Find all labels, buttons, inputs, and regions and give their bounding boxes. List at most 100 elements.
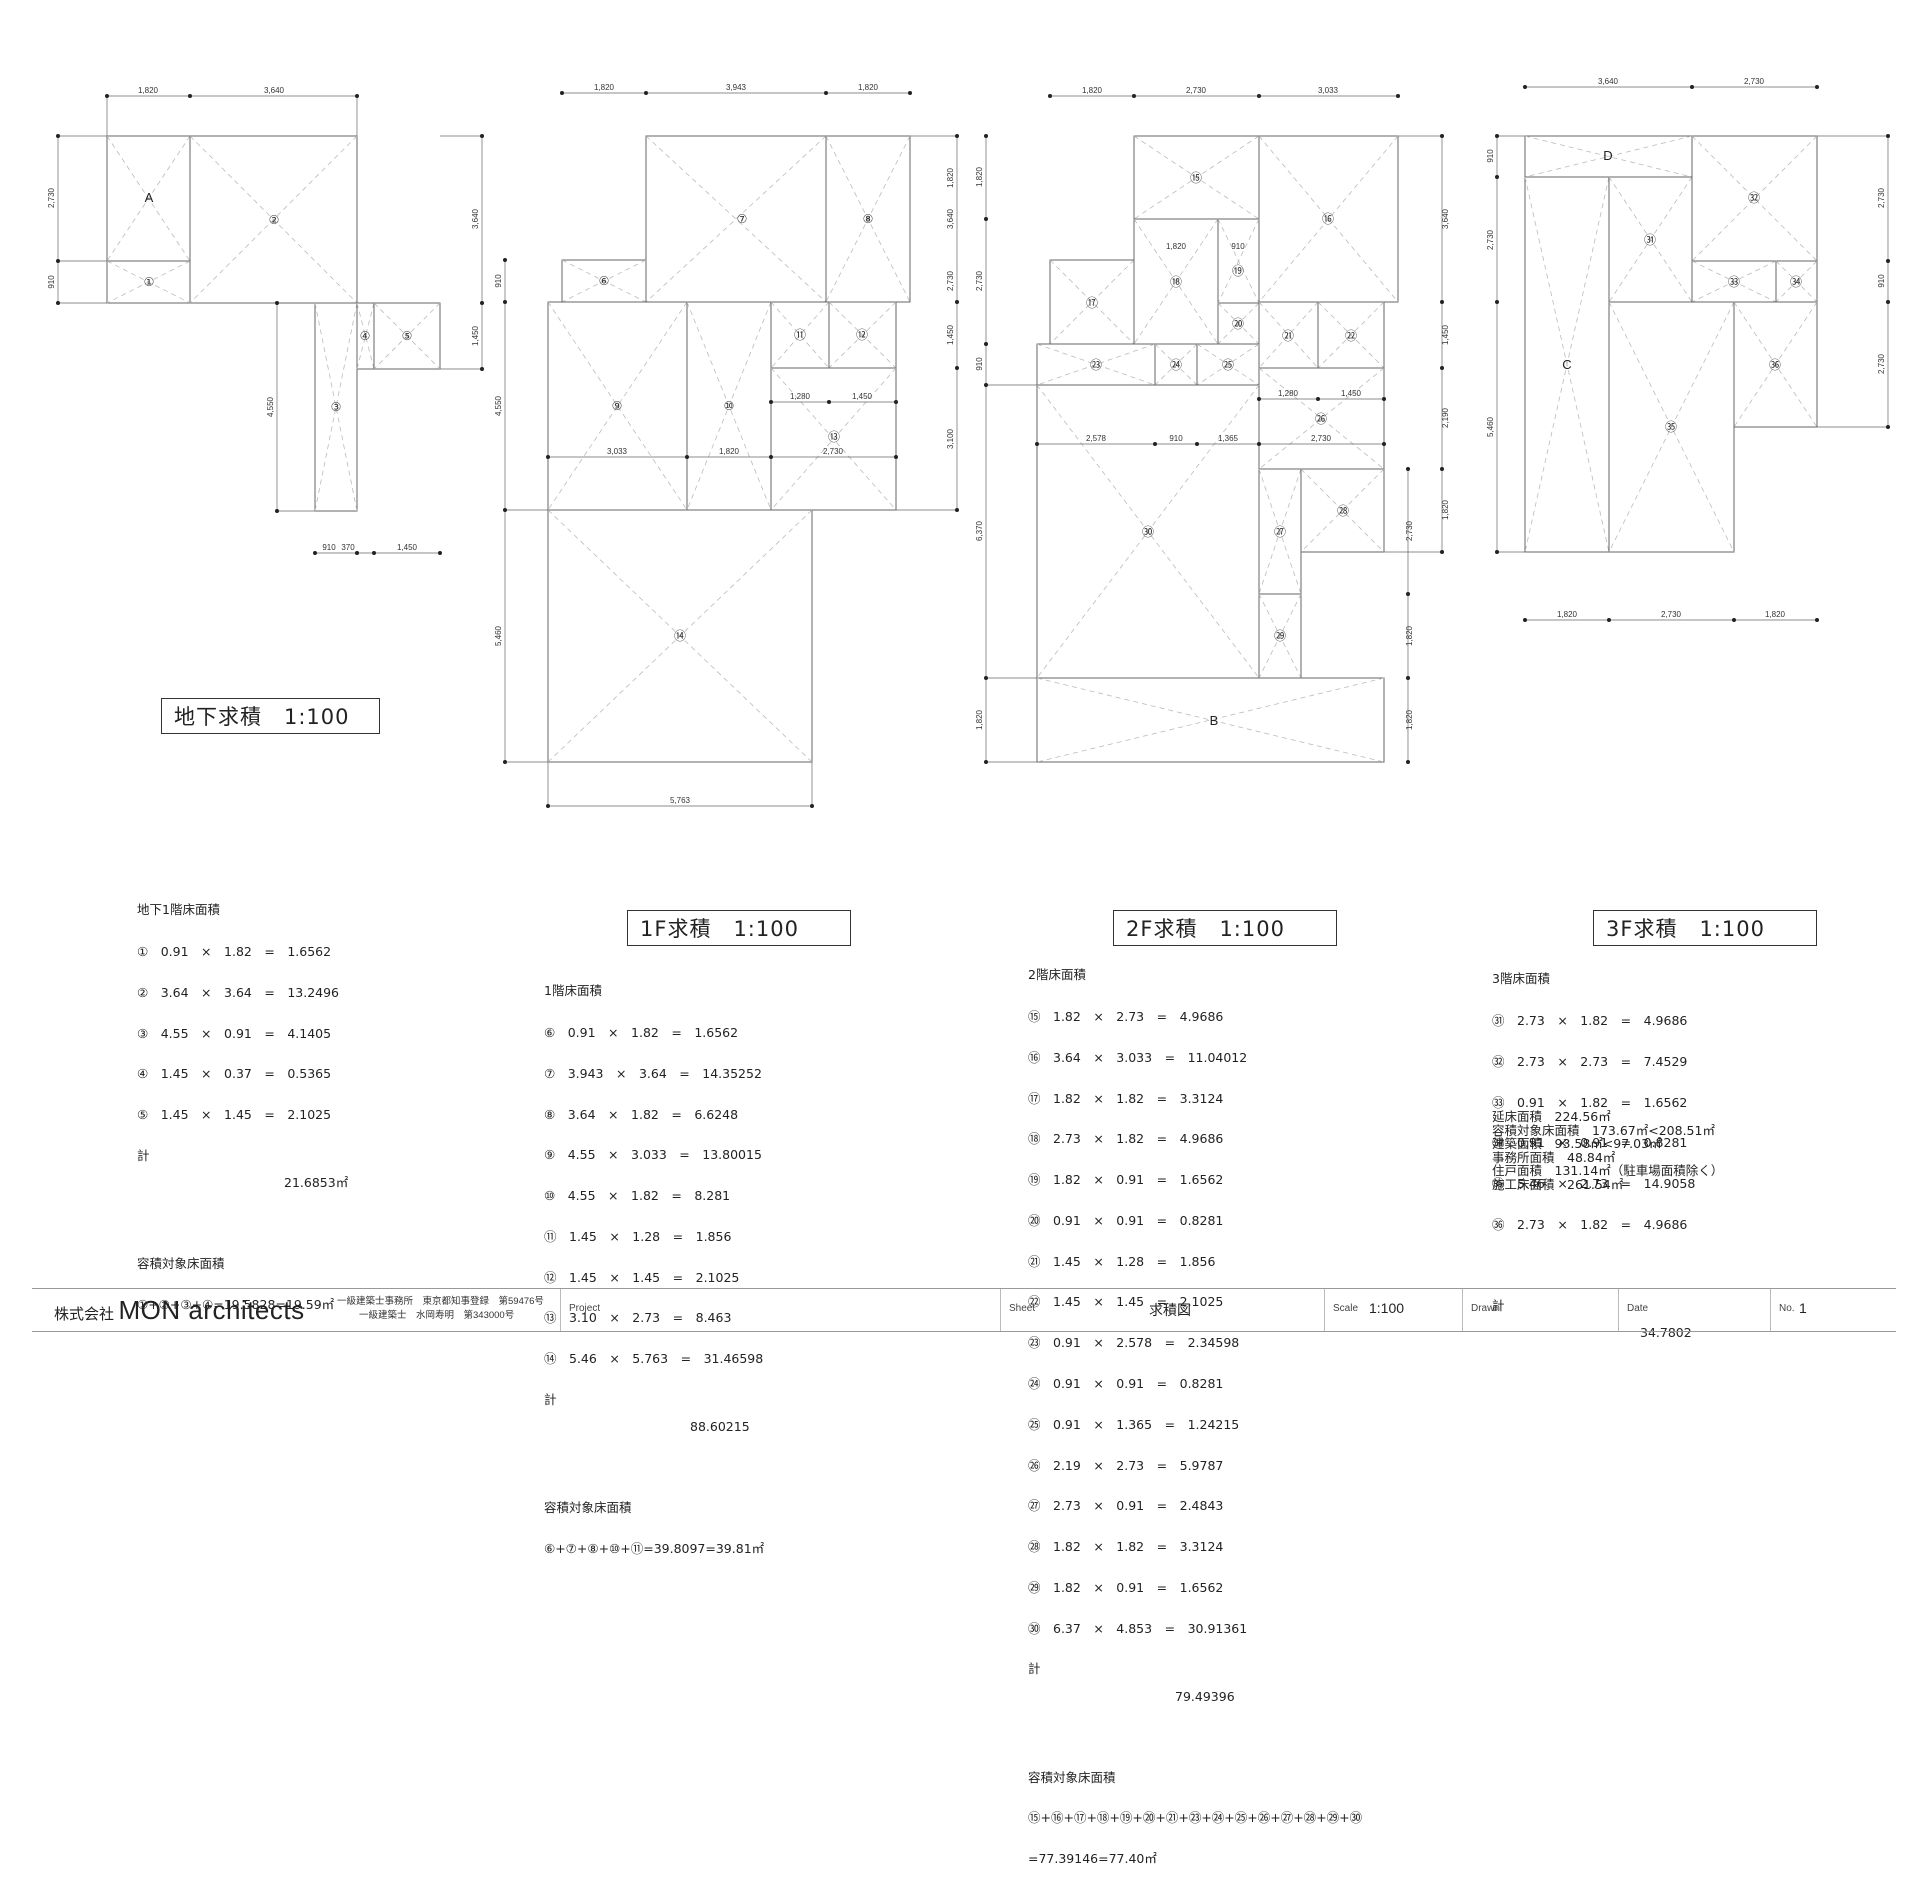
dim-label: 910 bbox=[1169, 434, 1183, 443]
room-label: ⑧ bbox=[863, 212, 874, 226]
company-name: 株式会社 MON architects bbox=[54, 1295, 305, 1326]
calc-row: ㊱ 2.73 × 1.82 = 4.9686 bbox=[1492, 1216, 1688, 1232]
calc-target-formula: ⑥+⑦+⑧+⑩+⑪=39.8097=39.81㎡ bbox=[544, 1540, 765, 1556]
room-label: ㉙ bbox=[1274, 629, 1286, 643]
calc-row: ㉟ 5.46 × 2.73 = 14.9058 bbox=[1492, 1176, 1696, 1192]
calc-row: ⑫ 1.45 × 1.45 = 2.1025 bbox=[544, 1269, 740, 1285]
summary-line: 延床面積 224.56㎡ bbox=[1492, 1109, 1611, 1124]
calc-row: ㉘ 1.82 × 1.82 = 3.3124 bbox=[1028, 1539, 1224, 1555]
scale-value: 1:100 bbox=[1369, 1300, 1405, 1316]
calc-total-label: 計 bbox=[1028, 1661, 1041, 1677]
sheet-value: 求積図 bbox=[1149, 1302, 1191, 1318]
calc-row: ② 3.64 × 3.64 = 13.2496 bbox=[137, 984, 340, 1000]
dim-label: 1,820 bbox=[1405, 709, 1414, 730]
date-cell: Date bbox=[1618, 1289, 1771, 1331]
calc-target-formula: ⑮+⑯+⑰+⑱+⑲+⑳+㉑+㉓+㉔+㉕+㉖+㉗+㉘+㉙+㉚ bbox=[1028, 1810, 1363, 1826]
title-1f: 1F求積 1:100 bbox=[627, 910, 851, 946]
drawn-cell: Drawn bbox=[1462, 1289, 1619, 1331]
room-label: ⑪ bbox=[794, 328, 806, 342]
title-2f: 2F求積 1:100 bbox=[1113, 910, 1337, 946]
calc-row: ⑱ 2.73 × 1.82 = 4.9686 bbox=[1028, 1131, 1224, 1147]
dim-label: 3,640 bbox=[471, 208, 480, 229]
room-label: B bbox=[1210, 713, 1219, 728]
dim-label: 4,550 bbox=[494, 395, 503, 416]
title-3f: 3F求積 1:100 bbox=[1593, 910, 1817, 946]
dim-label: 1,280 bbox=[1278, 389, 1299, 398]
summary-line: 事務所面積 48.84㎡ bbox=[1492, 1149, 1616, 1165]
calc-row: ㉝ 0.91 × 1.82 = 1.6562 bbox=[1492, 1094, 1688, 1110]
dim-label: 2,730 bbox=[1486, 229, 1495, 250]
dim-label: 5,763 bbox=[670, 796, 691, 805]
room-label: ⑭ bbox=[674, 629, 686, 643]
calc-row: ⑩ 4.55 × 1.82 = 8.281 bbox=[544, 1188, 731, 1204]
dim-label: 1,450 bbox=[1341, 389, 1362, 398]
room-label: ⑥ bbox=[599, 274, 610, 288]
calc-row: ㉖ 2.19 × 2.73 = 5.9787 bbox=[1028, 1457, 1224, 1473]
dimension-labels: 1,820 3,640 2,730 910 3,640 1,450 4,550 … bbox=[47, 77, 1886, 805]
calc-row: ㉕ 0.91 × 1.365 = 1.24215 bbox=[1028, 1416, 1240, 1432]
room-label: ⑯ bbox=[1322, 212, 1334, 226]
calc-row: ⑥ 0.91 × 1.82 = 1.6562 bbox=[544, 1024, 739, 1040]
calc-row: ㉚ 6.37 × 4.853 = 30.91361 bbox=[1028, 1620, 1248, 1636]
summary-line: 建築面積 93.58㎡<97.03㎡ bbox=[1492, 1136, 1662, 1152]
room-label: ⑳ bbox=[1232, 317, 1244, 331]
dim-label: 2,730 bbox=[1744, 77, 1765, 86]
room-label: ㉖ bbox=[1315, 412, 1327, 426]
date-label: Date bbox=[1627, 1303, 1649, 1314]
room-label: ㉚ bbox=[1142, 525, 1154, 539]
calc-row: ㉛ 2.73 × 1.82 = 4.9686 bbox=[1492, 1012, 1688, 1028]
calc-row: ⑬ 3.10 × 2.73 = 8.463 bbox=[544, 1310, 732, 1326]
calc-target-heading: 容積対象床面積 bbox=[137, 1256, 225, 1272]
dim-label: 1,820 bbox=[1441, 499, 1450, 520]
dim-label: 1,450 bbox=[946, 324, 955, 345]
room-label: ㉒ bbox=[1345, 329, 1357, 343]
calc-total-value: 88.60215 bbox=[690, 1419, 750, 1435]
calc-row: ① 0.91 × 1.82 = 1.6562 bbox=[137, 943, 332, 959]
room-label: ⑨ bbox=[612, 399, 623, 413]
calc-heading: 地下1階床面積 bbox=[137, 902, 220, 918]
license-info: 一級建築士事務所 東京都知事登録 第59476号 一級建築士 水岡寿明 第343… bbox=[337, 1295, 544, 1323]
plan-1f bbox=[503, 91, 959, 808]
calc-row: ⑮ 1.82 × 2.73 = 4.9686 bbox=[1028, 1008, 1224, 1024]
dim-label: 2,730 bbox=[1311, 434, 1332, 443]
room-label: ⑤ bbox=[402, 329, 413, 343]
floor-plan-drawings: .w { fill:none; stroke:#666; stroke-widt… bbox=[47, 77, 1890, 808]
calc-total-label: 計 bbox=[544, 1392, 557, 1407]
calc-target-heading: 容積対象床面積 bbox=[544, 1500, 632, 1516]
dim-label: 1,450 bbox=[1441, 324, 1450, 345]
calc-total-label: 計 bbox=[137, 1147, 150, 1163]
room-label: ㉕ bbox=[1222, 358, 1234, 372]
room-label: D bbox=[1603, 148, 1612, 163]
dim-label: 2,190 bbox=[1441, 407, 1450, 428]
calc-row: ⑨ 4.55 × 3.033 = 13.80015 bbox=[544, 1147, 762, 1163]
calc-total-value: 34.7802 bbox=[1640, 1325, 1692, 1341]
dim-label: 3,640 bbox=[946, 208, 955, 229]
calc-heading: 1階床面積 bbox=[544, 983, 602, 999]
dim-label: 2,730 bbox=[1186, 86, 1207, 95]
project-cell: Project bbox=[560, 1289, 1001, 1331]
calc-row: ㉑ 1.45 × 1.28 = 1.856 bbox=[1028, 1253, 1216, 1269]
room-label: A bbox=[145, 190, 154, 205]
room-label: ㉝ bbox=[1728, 275, 1740, 289]
dim-label: 1,365 bbox=[1218, 434, 1239, 443]
calc-row: ⑦ 3.943 × 3.64 = 14.35252 bbox=[544, 1065, 762, 1081]
calc-row: ⑲ 1.82 × 0.91 = 1.6562 bbox=[1028, 1172, 1224, 1188]
calc-row: ⑯ 3.64 × 3.033 = 11.04012 bbox=[1028, 1049, 1248, 1065]
dim-label: 1,820 bbox=[975, 709, 984, 730]
room-label: ⑰ bbox=[1086, 296, 1098, 310]
company-brand: MON architects bbox=[118, 1295, 305, 1325]
dim-label: 910 bbox=[1486, 149, 1495, 163]
area-calc-2f: 2階床面積 ⑮ 1.82 × 2.73 = 4.9686 ⑯ 3.64 × 3.… bbox=[1028, 941, 1362, 1879]
dim-label: 1,820 bbox=[1765, 610, 1786, 619]
dim-label: 1,820 bbox=[138, 86, 159, 95]
dim-label: 1,820 bbox=[946, 167, 955, 188]
dim-label: 1,450 bbox=[397, 543, 418, 552]
calc-total-value: 79.49396 bbox=[1175, 1688, 1235, 1704]
room-label: ③ bbox=[331, 400, 342, 414]
dim-label: 3,640 bbox=[1598, 77, 1619, 86]
room-label: ㊱ bbox=[1769, 358, 1781, 372]
dim-label: 2,730 bbox=[1877, 353, 1886, 374]
sheet-label: Sheet bbox=[1009, 1303, 1036, 1314]
dim-label: 5,460 bbox=[1486, 416, 1495, 437]
room-label: ㉓ bbox=[1090, 358, 1102, 372]
